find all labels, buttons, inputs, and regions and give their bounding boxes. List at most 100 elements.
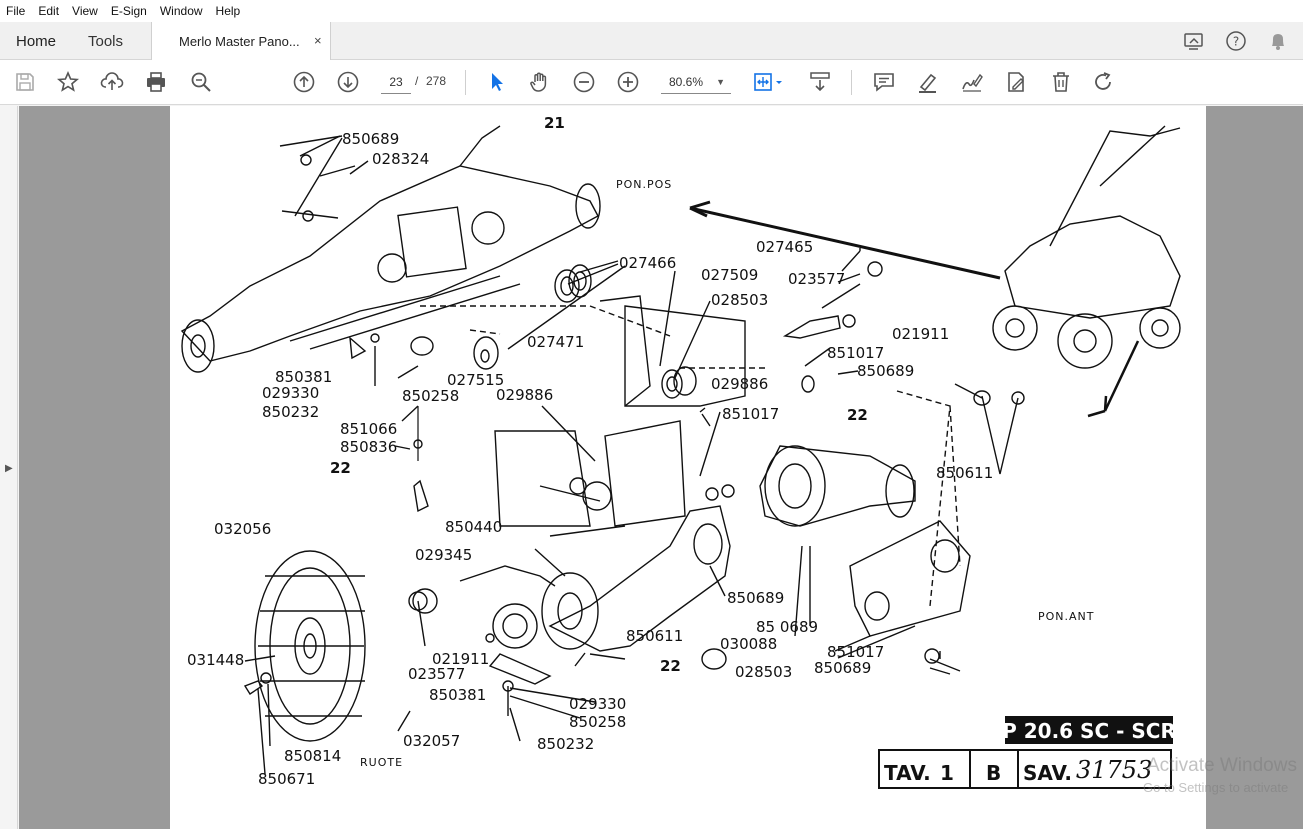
menu-window[interactable]: Window xyxy=(159,4,203,18)
part-label: 027465 xyxy=(756,238,813,256)
part-label: 850258 xyxy=(402,387,459,405)
page-down-icon[interactable] xyxy=(336,70,360,94)
part-label: 850671 xyxy=(258,770,315,788)
activate-windows-subtext: Go to Settings to activate xyxy=(1143,780,1289,795)
delete-icon[interactable] xyxy=(1049,70,1073,94)
sign-icon[interactable] xyxy=(960,70,984,94)
part-label: 028503 xyxy=(711,291,768,309)
select-cursor-icon[interactable] xyxy=(485,70,509,94)
part-label: 850381 xyxy=(275,368,332,386)
part-label: PON.ANT xyxy=(1038,610,1095,623)
part-label: 027509 xyxy=(701,266,758,284)
chevron-right-icon: ▶ xyxy=(5,463,13,474)
revision-letter: B xyxy=(986,761,1001,785)
part-label: 850232 xyxy=(537,735,594,753)
tav-label: TAV. xyxy=(884,761,931,785)
tab-tools[interactable]: Tools xyxy=(88,33,124,50)
part-label: 850611 xyxy=(936,464,993,482)
sav-label: SAV. xyxy=(1023,761,1072,785)
svg-text:?: ? xyxy=(1233,35,1239,49)
tab-document[interactable]: Merlo Master Pano... × xyxy=(151,22,331,61)
comment-icon[interactable] xyxy=(872,70,896,94)
model-title: P 20.6 SC - SCR xyxy=(1002,719,1176,743)
part-label: 032056 xyxy=(214,520,271,538)
part-label: 850258 xyxy=(569,713,626,731)
part-label: 851017 xyxy=(827,344,884,362)
zoom-in-icon[interactable] xyxy=(616,70,640,94)
zoom-search-icon[interactable] xyxy=(189,70,213,94)
menu-esign[interactable]: E-Sign xyxy=(110,4,147,18)
part-label: RUOTE xyxy=(360,756,403,769)
part-label: 850611 xyxy=(626,627,683,645)
part-label: 850689 xyxy=(814,659,871,677)
help-icon[interactable]: ? xyxy=(1225,30,1247,52)
part-label: 029330 xyxy=(569,695,626,713)
page-total: 278 xyxy=(426,74,447,88)
part-label: 027466 xyxy=(619,254,676,272)
highlight-icon[interactable] xyxy=(916,70,940,94)
page-up-icon[interactable] xyxy=(292,70,316,94)
menu-file[interactable]: File xyxy=(6,4,26,18)
tav-number: 1 xyxy=(940,761,954,785)
part-label: 850381 xyxy=(429,686,486,704)
share-screen-icon[interactable] xyxy=(1183,30,1205,52)
part-label: 850440 xyxy=(445,518,502,536)
left-panel-toggle[interactable]: ▶ xyxy=(0,106,18,829)
hand-icon[interactable] xyxy=(528,70,552,94)
part-label: 027515 xyxy=(447,371,504,389)
zoom-out-icon[interactable] xyxy=(572,70,596,94)
part-label: 029330 xyxy=(262,384,319,402)
zoom-level-select[interactable]: 80.6% ▼ xyxy=(661,70,731,94)
toolbar-divider xyxy=(851,70,852,95)
close-icon[interactable]: × xyxy=(314,33,322,48)
bookmark-star-icon[interactable] xyxy=(56,70,80,94)
menu-bar: File Edit View E-Sign Window Help xyxy=(0,0,1303,22)
part-label: 023577 xyxy=(788,270,845,288)
sav-number: 31753 xyxy=(1076,756,1152,784)
part-label: 851017 xyxy=(827,643,884,661)
print-icon[interactable] xyxy=(144,70,168,94)
save-icon[interactable] xyxy=(13,70,37,94)
upload-icon[interactable] xyxy=(100,70,124,94)
part-label: 21 xyxy=(544,114,565,132)
toolbar-divider xyxy=(465,70,466,95)
part-label: 850232 xyxy=(262,403,319,421)
part-label: 22 xyxy=(330,459,351,477)
fit-page-icon[interactable] xyxy=(752,70,786,94)
menu-help[interactable]: Help xyxy=(215,4,241,18)
exploded-parts-drawing: 850689 028324 21 PON.POS 027466 027465 0… xyxy=(180,114,1181,789)
part-label: 851066 xyxy=(340,420,397,438)
part-label: 850814 xyxy=(284,747,341,765)
redo-icon[interactable] xyxy=(1092,70,1116,94)
part-label: 028324 xyxy=(372,150,429,168)
part-label: 021911 xyxy=(892,325,949,343)
scroll-mode-icon[interactable] xyxy=(808,70,832,94)
pdf-page: 850689 028324 21 PON.POS 027466 027465 0… xyxy=(170,106,1206,829)
toolbar: 23 / 278 80.6% ▼ xyxy=(0,60,1303,105)
document-tab-title: Merlo Master Pano... xyxy=(179,34,300,49)
edit-doc-icon[interactable] xyxy=(1004,70,1028,94)
part-label: 22 xyxy=(660,657,681,675)
page-number-input[interactable]: 23 xyxy=(381,70,411,94)
part-label: 22 xyxy=(847,406,868,424)
chevron-down-icon: ▼ xyxy=(716,77,725,87)
part-label: 030088 xyxy=(720,635,777,653)
tab-home[interactable]: Home xyxy=(16,33,57,50)
part-label: 032057 xyxy=(403,732,460,750)
part-label: 027471 xyxy=(527,333,584,351)
part-label: 029886 xyxy=(496,386,553,404)
part-label: 023577 xyxy=(408,665,465,683)
part-label: 85 0689 xyxy=(756,618,818,636)
part-label: 851017 xyxy=(722,405,779,423)
tab-bar: Home Tools Merlo Master Pano... × ? xyxy=(0,22,1303,61)
part-label: 021911 xyxy=(432,650,489,668)
part-label: 850689 xyxy=(857,362,914,380)
page-separator: / xyxy=(415,74,419,88)
menu-view[interactable]: View xyxy=(72,4,98,18)
part-label: 850689 xyxy=(727,589,784,607)
menu-edit[interactable]: Edit xyxy=(38,4,60,18)
part-label: 031448 xyxy=(187,651,244,669)
bell-icon[interactable] xyxy=(1267,30,1289,52)
part-label: 029886 xyxy=(711,375,768,393)
part-label: 850836 xyxy=(340,438,397,456)
